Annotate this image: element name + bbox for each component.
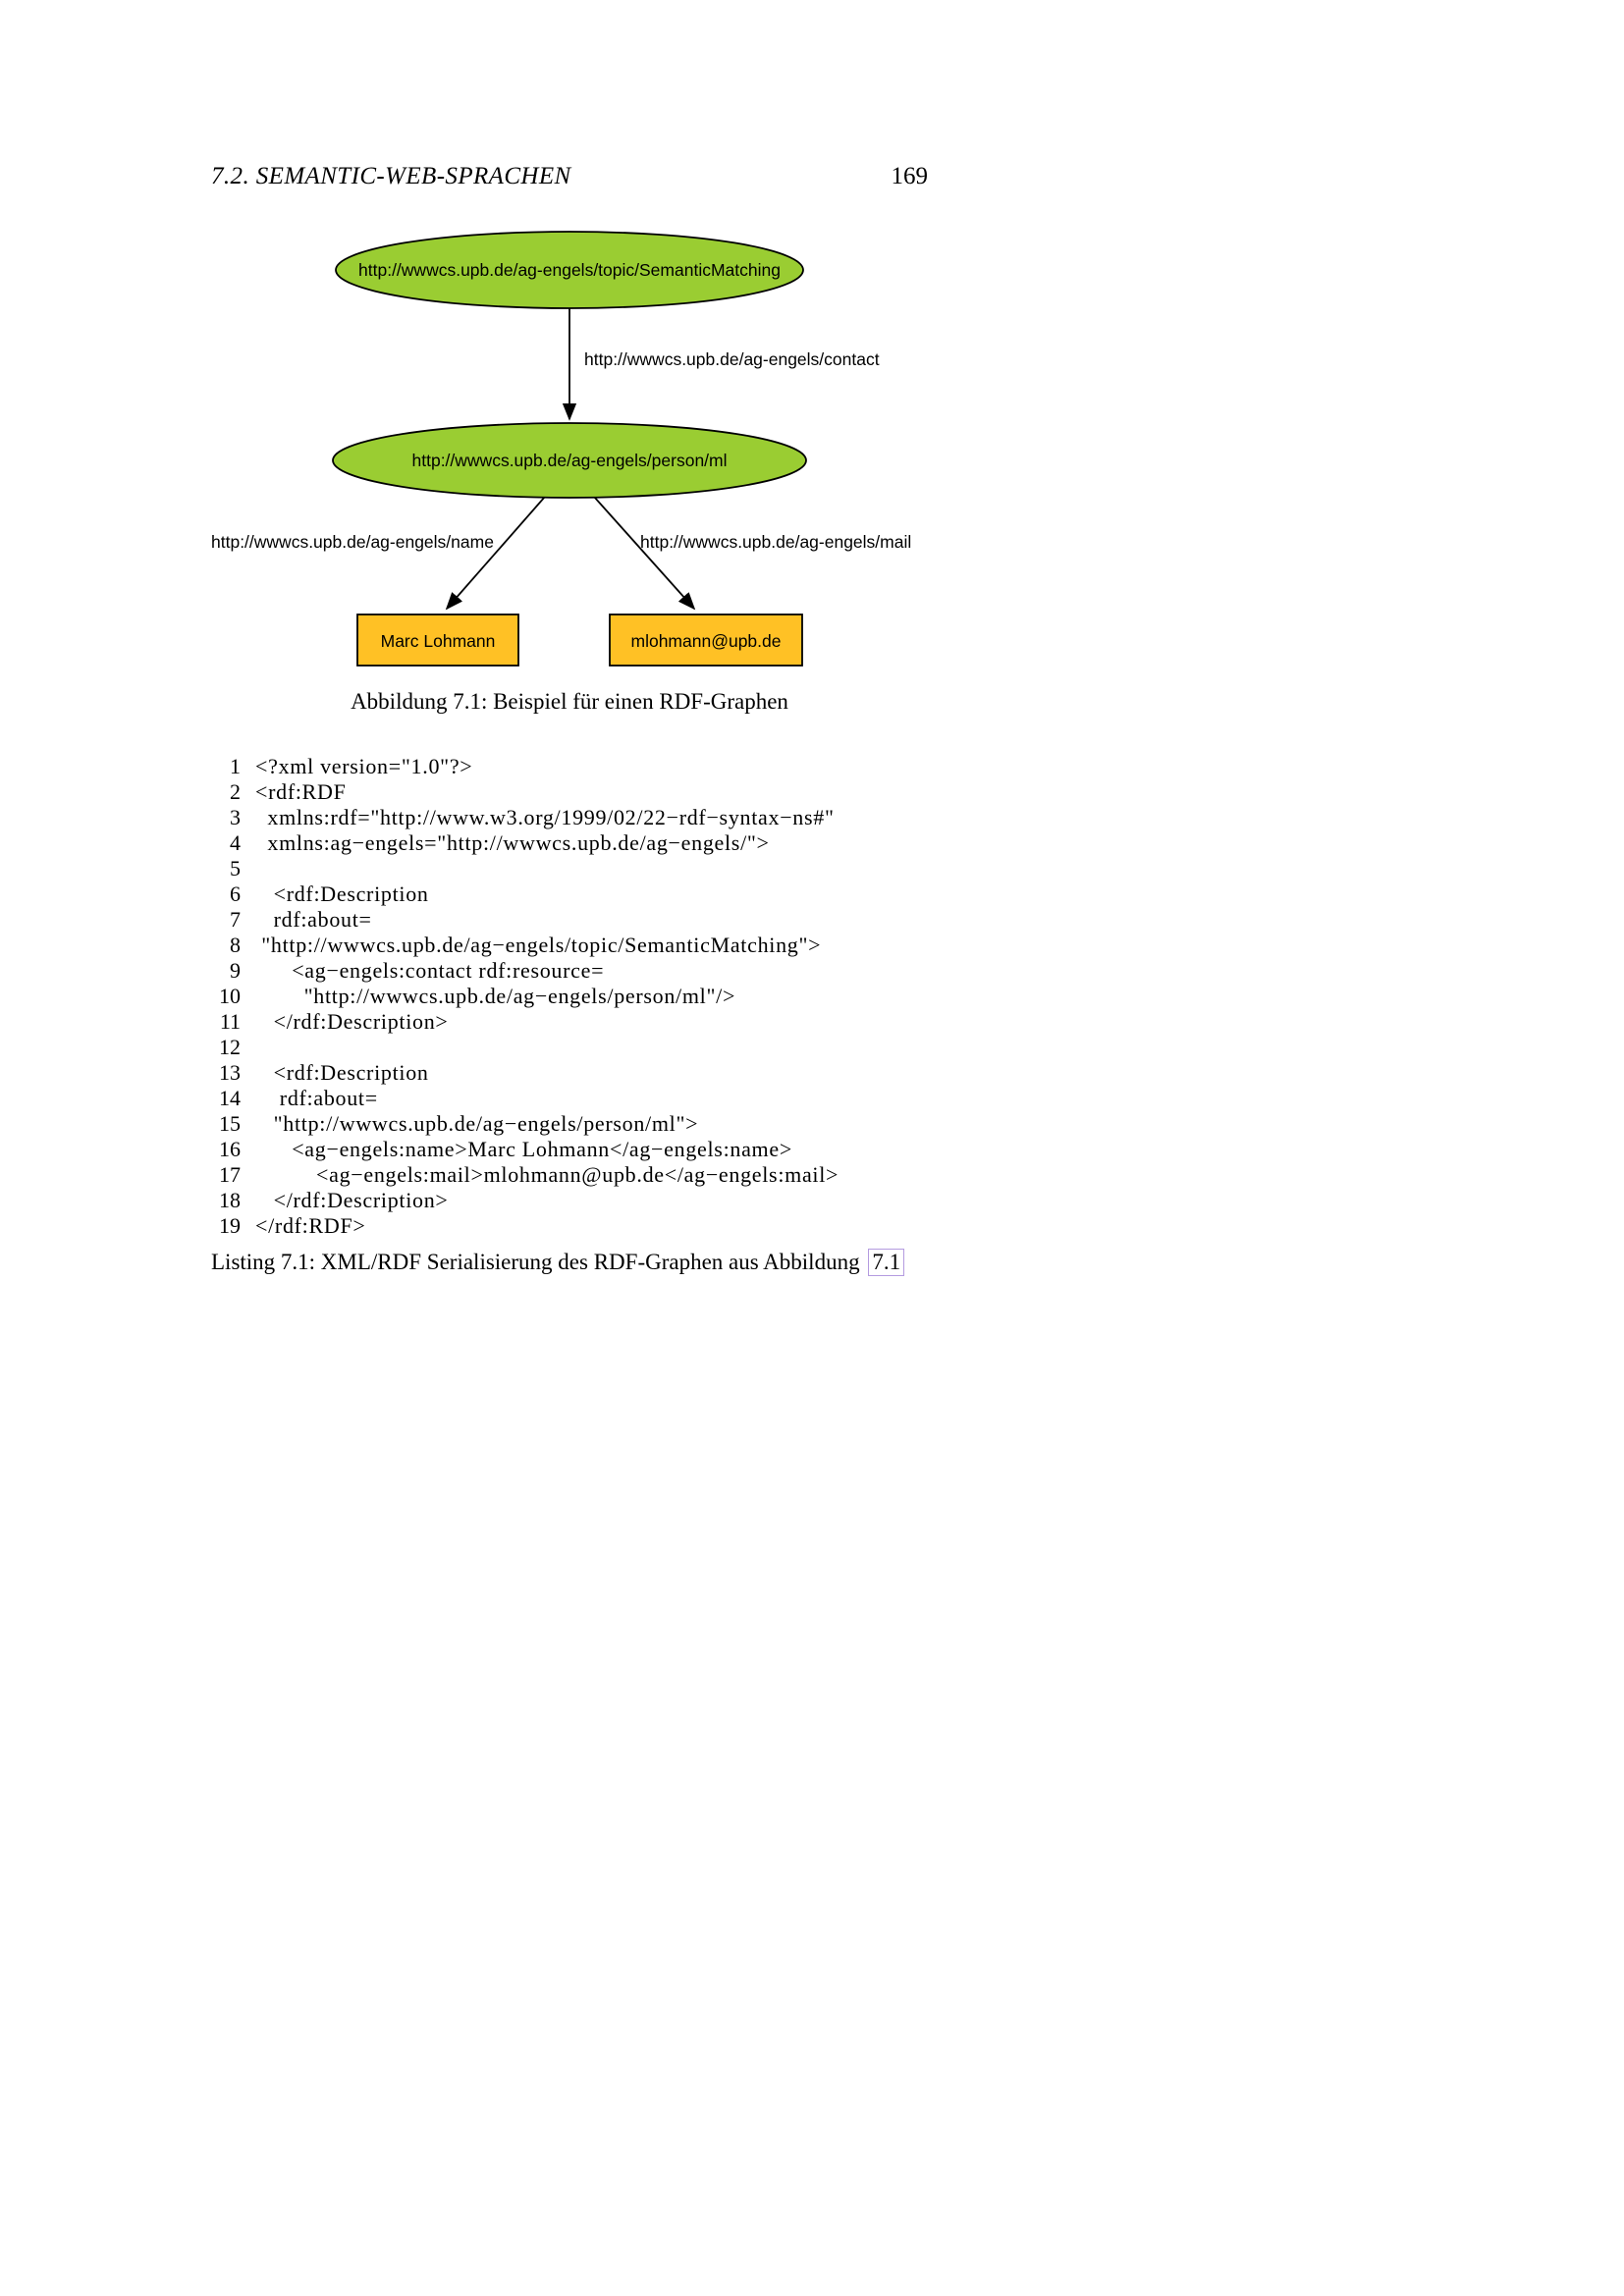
node-person-label: http://wwwcs.upb.de/ag-engels/person/ml (412, 451, 728, 470)
line-number: 19 (219, 1213, 241, 1238)
code-line: 12 (211, 1035, 839, 1060)
literal-name-box (356, 614, 519, 667)
code-text: </rdf:Description> (255, 1009, 449, 1034)
page-number: 169 (891, 163, 929, 189)
code-text: "http://wwwcs.upb.de/ag−engels/topic/Sem… (255, 933, 822, 957)
line-number: 16 (219, 1137, 241, 1161)
code-text: rdf:about= (255, 907, 372, 932)
line-number: 12 (219, 1035, 241, 1059)
code-text: xmlns:rdf="http://www.w3.org/1999/02/22−… (255, 805, 835, 829)
line-number: 6 (230, 881, 241, 906)
line-number: 9 (230, 958, 241, 983)
code-text: "http://wwwcs.upb.de/ag−engels/person/ml… (255, 1111, 699, 1136)
code-text: <ag−engels:name>Marc Lohmann</ag−engels:… (255, 1137, 792, 1161)
running-header: 7.2. SEMANTIC-WEB-SPRACHEN 169 (211, 163, 928, 190)
line-number: 2 (230, 779, 241, 804)
edge-mail-arrow (593, 496, 696, 611)
edge-name-arrow (445, 496, 546, 611)
code-line: 7 rdf:about= (211, 907, 839, 933)
edge-contact-label: http://wwwcs.upb.de/ag-engels/contact (584, 349, 880, 369)
line-number: 13 (219, 1060, 241, 1085)
line-number: 7 (230, 907, 241, 932)
code-text: <rdf:Description (255, 881, 429, 906)
code-line: 15 "http://wwwcs.upb.de/ag−engels/person… (211, 1111, 839, 1137)
code-line: 5 (211, 856, 839, 881)
code-listing: 1 <?xml version="1.0"?> 2 <rdf:RDF 3 xmlns… (211, 754, 839, 1239)
listing-caption-text: Listing 7.1: XML/RDF Serialisierung des … (211, 1250, 860, 1274)
edge-mail-label: http://wwwcs.upb.de/ag-engels/mail (640, 532, 911, 552)
code-line: 18 </rdf:Description> (211, 1188, 839, 1213)
line-number: 14 (219, 1086, 241, 1110)
rdf-graph-figure: http://wwwcs.upb.de/ag-engels/topic/Sema… (211, 231, 911, 667)
line-number: 17 (219, 1162, 241, 1187)
figure-caption: Abbildung 7.1: Beispiel für einen RDF-Gr… (351, 689, 788, 714)
code-line: 10 "http://wwwcs.upb.de/ag−engels/person… (211, 984, 839, 1009)
code-text: </rdf:RDF> (255, 1213, 366, 1238)
code-line: 19 </rdf:RDF> (211, 1213, 839, 1239)
code-line: 17 <ag−engels:mail>mlohmann@upb.de</ag−e… (211, 1162, 839, 1188)
node-topic-ellipse (335, 231, 804, 309)
code-line: 2 <rdf:RDF (211, 779, 839, 805)
figure-ref-link[interactable]: 7.1 (868, 1249, 905, 1277)
code-line: 11 </rdf:Description> (211, 1009, 839, 1035)
line-number: 18 (219, 1188, 241, 1212)
literal-mail-box (609, 614, 803, 667)
code-line: 9 <ag−engels:contact rdf:resource= (211, 958, 839, 984)
literal-name-label: Marc Lohmann (381, 631, 496, 651)
code-line: 6 <rdf:Description (211, 881, 839, 907)
line-number: 10 (219, 984, 241, 1008)
line-number: 15 (219, 1111, 241, 1136)
code-text: <rdf:RDF (255, 779, 347, 804)
code-text: <ag−engels:mail>mlohmann@upb.de</ag−enge… (255, 1162, 839, 1187)
code-text: rdf:about= (255, 1086, 378, 1110)
line-number: 11 (219, 1009, 241, 1034)
code-line: 3 xmlns:rdf="http://www.w3.org/1999/02/2… (211, 805, 839, 830)
edge-name-label: http://wwwcs.upb.de/ag-engels/name (211, 532, 494, 552)
line-number: 1 (230, 754, 241, 778)
code-text: xmlns:ag−engels="http://wwwcs.upb.de/ag−… (255, 830, 770, 855)
node-person-ellipse (332, 422, 807, 499)
code-line: 1 <?xml version="1.0"?> (211, 754, 839, 779)
code-text: <rdf:Description (255, 1060, 429, 1085)
code-line: 14 rdf:about= (211, 1086, 839, 1111)
code-text: <ag−engels:contact rdf:resource= (255, 958, 605, 983)
line-number: 3 (230, 805, 241, 829)
line-number: 4 (230, 830, 241, 855)
literal-mail-label: mlohmann@upb.de (631, 631, 782, 651)
code-text: <?xml version="1.0"?> (255, 754, 473, 778)
code-line: 16 <ag−engels:name>Marc Lohmann</ag−enge… (211, 1137, 839, 1162)
code-text: "http://wwwcs.upb.de/ag−engels/person/ml… (255, 984, 736, 1008)
listing-caption: Listing 7.1: XML/RDF Serialisierung des … (211, 1249, 905, 1277)
line-number: 8 (230, 933, 241, 957)
code-line: 13 <rdf:Description (211, 1060, 839, 1086)
code-line: 4 xmlns:ag−engels="http://wwwcs.upb.de/a… (211, 830, 839, 856)
code-text: </rdf:Description> (255, 1188, 449, 1212)
section-heading: 7.2. SEMANTIC-WEB-SPRACHEN (211, 163, 571, 189)
code-line: 8 "http://wwwcs.upb.de/ag−engels/topic/S… (211, 933, 839, 958)
node-topic-label: http://wwwcs.upb.de/ag-engels/topic/Sema… (358, 260, 781, 280)
line-number: 5 (230, 856, 241, 881)
